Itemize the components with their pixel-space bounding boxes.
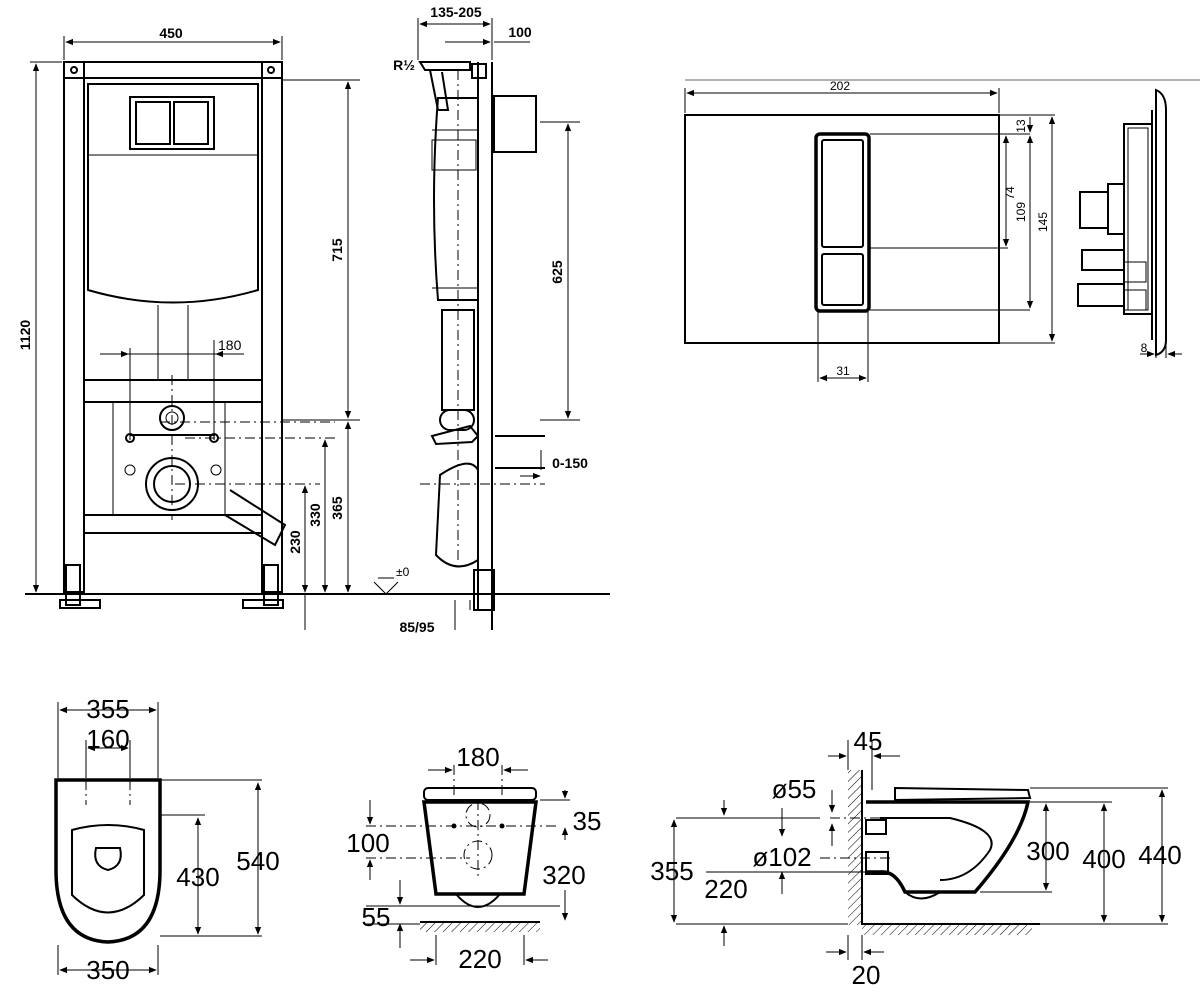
- dim-button-74: 74: [1003, 186, 1017, 200]
- bowl-outline: [54, 778, 162, 944]
- dim-side-400: 400: [1082, 844, 1125, 874]
- frame-front-elevation: 450 1120 715 365 180 330 230: [17, 25, 610, 630]
- dim-front-55: 55: [362, 902, 391, 932]
- dim-offset: 0-150: [552, 455, 588, 471]
- cistern-tank: [87, 83, 259, 304]
- frame-side-view: 135-205 100 R½ 625 0-150 ±0 85/95: [373, 4, 588, 635]
- dim-side-d55: ø55: [772, 774, 817, 804]
- flush-button-frame: [129, 96, 215, 150]
- dim-plate-height: 145: [1036, 212, 1050, 232]
- dim-side-220: 220: [704, 874, 747, 904]
- dim-front-320: 320: [542, 860, 585, 890]
- ribbed-outlet: [493, 95, 537, 153]
- dim-depth-range: 135-205: [430, 4, 482, 20]
- dim-front-35: 35: [573, 806, 602, 836]
- bowl-front-view: 180 100 55 35 320 220: [346, 742, 601, 974]
- dim-365: 365: [329, 496, 345, 520]
- dim-bowl-depth-430: 430: [176, 862, 219, 892]
- flush-plate-view: 202 13 74 109 145 31 8: [684, 79, 1200, 382]
- dim-bowl-width-bottom: 350: [86, 955, 129, 985]
- dim-depth-100: 100: [508, 24, 532, 40]
- bowl-front-outline: [422, 800, 538, 896]
- dim-230: 230: [287, 530, 303, 554]
- dim-plate-thickness: 8: [1141, 341, 1148, 355]
- dim-front-100: 100: [346, 828, 389, 858]
- large-flush-button: [821, 139, 864, 248]
- dim-625: 625: [549, 260, 565, 284]
- dim-side-20: 20: [852, 960, 881, 990]
- dim-bowl-holes: 160: [86, 724, 129, 754]
- floor-level: ±0: [396, 565, 410, 579]
- dim-front-180: 180: [456, 742, 499, 772]
- dim-bolt-spacing: 180: [218, 337, 242, 353]
- dim-plate-width: 202: [830, 79, 850, 93]
- dim-button-width: 31: [836, 364, 850, 378]
- flush-button-outer: [814, 132, 871, 313]
- dim-side-d102: ø102: [752, 842, 811, 872]
- dim-side-300: 300: [1026, 836, 1069, 866]
- dim-side-440: 440: [1138, 840, 1181, 870]
- bowl-side-outline: [866, 800, 1031, 894]
- label-thread: R½: [393, 57, 415, 73]
- side-tank: [433, 97, 479, 301]
- dim-side-355: 355: [650, 856, 693, 886]
- small-flush-button: [821, 253, 864, 306]
- dim-front-220: 220: [458, 944, 501, 974]
- dim-frame-height: 1120: [17, 320, 33, 351]
- screw-hole-icon: [70, 66, 78, 74]
- bowl-top-view: 355 160 430 540 350: [54, 694, 280, 985]
- dim-bowl-width-top: 355: [86, 694, 129, 724]
- dim-top-margin: 13: [1014, 119, 1028, 133]
- dim-330: 330: [307, 503, 323, 527]
- dim-button-109: 109: [1014, 202, 1028, 222]
- dim-bowl-depth-540: 540: [236, 846, 279, 876]
- plate-side-profile: [1155, 88, 1167, 357]
- dim-pipe: 85/95: [399, 619, 434, 635]
- dim-tank-height: 715: [329, 238, 345, 262]
- screw-hole-icon: [267, 66, 275, 74]
- dim-side-45: 45: [854, 726, 883, 756]
- flush-plate: [684, 114, 1000, 344]
- bowl-side-view: 45 ø55 ø102 355 220 300 400 440 20: [650, 726, 1181, 990]
- dim-frame-width: 450: [159, 25, 183, 41]
